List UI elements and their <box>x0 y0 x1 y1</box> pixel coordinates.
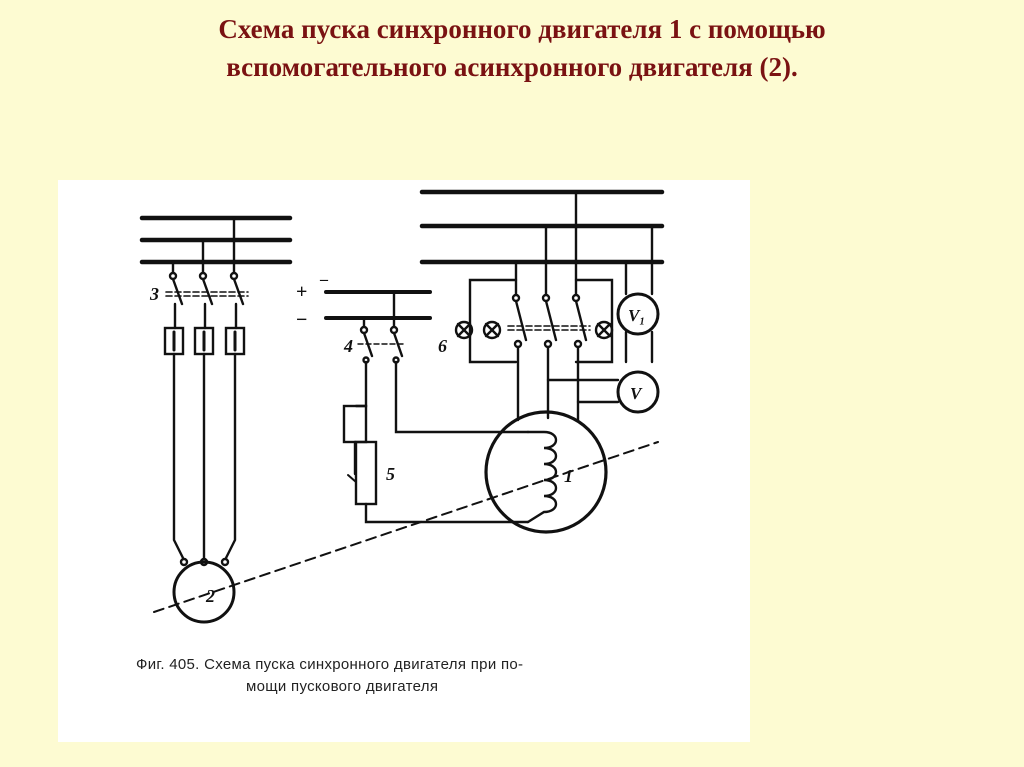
caption-line-1: Фиг. 405. Схема пуска синхронного двигат… <box>136 656 524 673</box>
caption-line-2: мощи пускового двигателя <box>246 678 439 695</box>
main-switch <box>507 299 591 342</box>
label-minus-top: – <box>319 271 329 288</box>
title-line-1: Схема пуска синхронного двигателя 1 с по… <box>218 14 826 44</box>
title-line-2: вспомогательного асинхронного двигателя … <box>226 52 798 82</box>
label-motor-1: 1 <box>564 466 573 486</box>
right-busbars <box>419 189 665 265</box>
label-rheostat-5: 5 <box>386 464 395 484</box>
motor-2 <box>172 560 236 624</box>
label-voltmeter-v1: V₁ <box>628 306 645 325</box>
label-motor-2: 2 <box>205 586 215 606</box>
circuit-figure: 3 4 6 5 1 2 + − – V₁ V Фиг. 405. Схема п… <box>58 180 750 742</box>
rheostat-small <box>342 404 368 444</box>
label-voltmeter-v: V <box>630 384 643 403</box>
label-plus: + <box>296 281 307 303</box>
label-switch-3: 3 <box>149 284 159 304</box>
switch-4 <box>357 331 407 358</box>
field-winding <box>526 430 558 524</box>
circuit-diagram: 3 4 6 5 1 2 + − – V₁ V <box>139 189 665 624</box>
voltmeter-v1 <box>616 292 660 336</box>
voltmeter-v <box>616 370 660 414</box>
left-busbars <box>139 215 293 265</box>
fuses <box>163 326 246 356</box>
switch-3 <box>165 277 249 306</box>
figure-caption: Фиг. 405. Схема пуска синхронного двигат… <box>136 654 736 698</box>
synchronizing-lamps <box>454 320 614 340</box>
dc-busbars <box>324 290 432 320</box>
label-lamps-6: 6 <box>438 336 447 356</box>
label-minus: − <box>296 309 307 331</box>
shaft-line <box>153 441 659 613</box>
label-switch-4: 4 <box>343 336 353 356</box>
motor-1 <box>484 410 608 534</box>
rheostat-5 <box>354 440 378 506</box>
slide-title: Схема пуска синхронного двигателя 1 с по… <box>0 10 1024 86</box>
